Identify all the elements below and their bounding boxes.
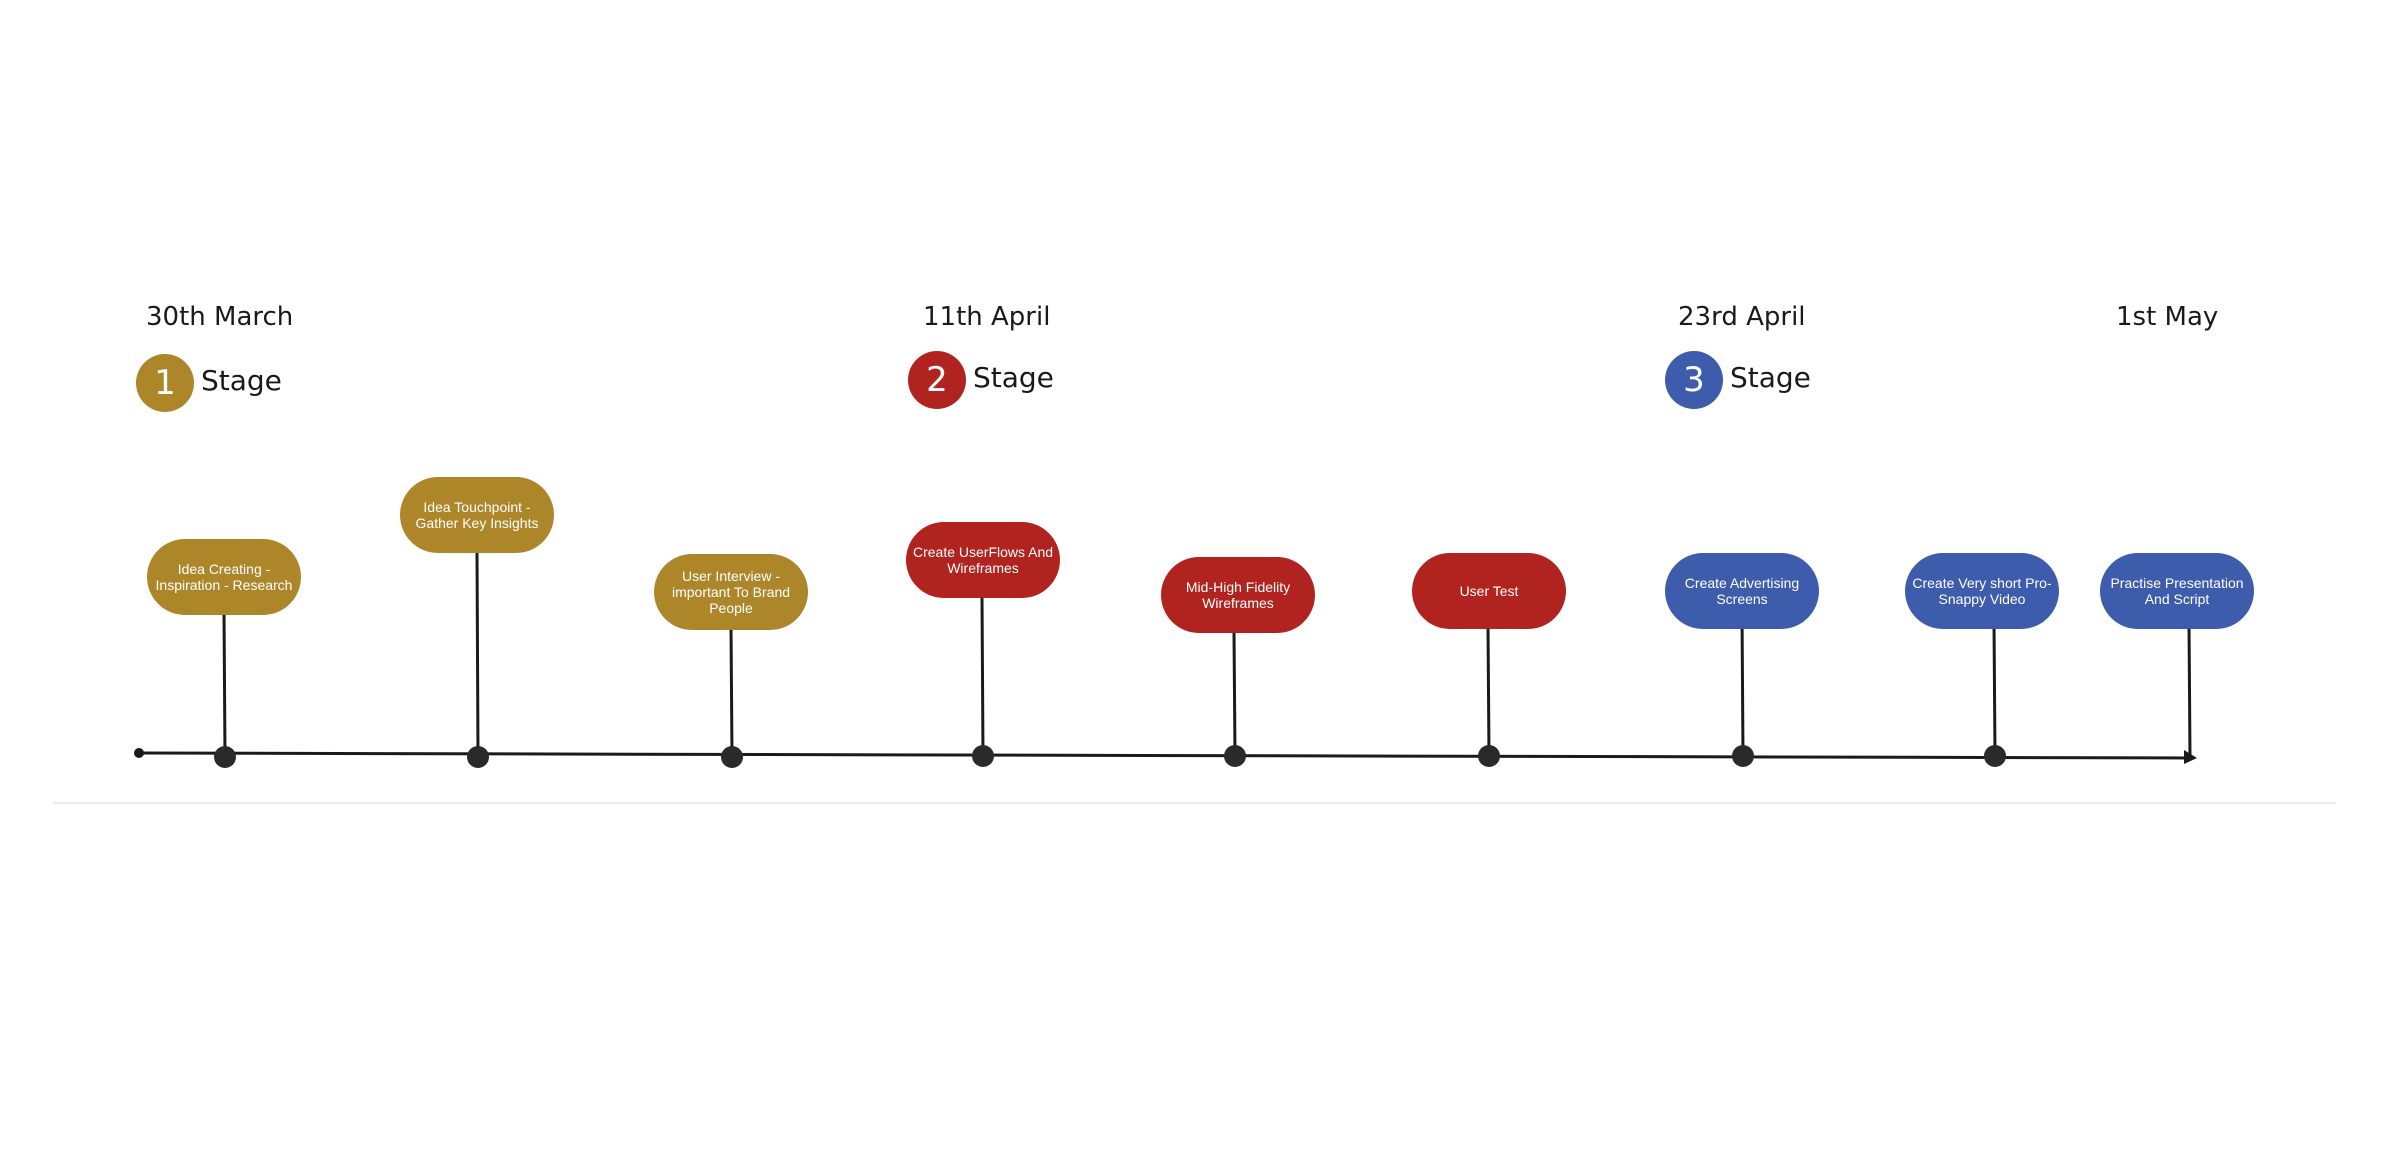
task-stem-9 bbox=[2187, 621, 2192, 759]
stage-2-badge: 2 bbox=[908, 351, 966, 409]
task-user-test[interactable]: User Test bbox=[1412, 553, 1566, 629]
task-stem-2 bbox=[475, 551, 480, 757]
task-userflows-wireframes[interactable]: Create UserFlows And Wireframes bbox=[906, 522, 1060, 598]
milestone-date-4: 1st May bbox=[2116, 302, 2219, 332]
task-marker-1 bbox=[214, 746, 236, 768]
task-stem-6 bbox=[1486, 626, 1491, 757]
stage-1-label: Stage bbox=[201, 364, 282, 397]
task-stem-1 bbox=[222, 611, 227, 757]
task-stem-4 bbox=[980, 596, 985, 757]
task-stem-7 bbox=[1740, 611, 1745, 757]
timeline-start-dot bbox=[134, 748, 144, 758]
task-stem-8 bbox=[1992, 621, 1997, 757]
milestone-date-2: 11th April bbox=[923, 302, 1051, 332]
task-marker-7 bbox=[1732, 745, 1754, 767]
task-stem-5 bbox=[1232, 631, 1237, 757]
task-snappy-video[interactable]: Create Very short Pro-Snappy Video bbox=[1905, 553, 2059, 629]
task-advertising-screens[interactable]: Create Advertising Screens bbox=[1665, 553, 1819, 629]
stage-1-badge: 1 bbox=[136, 354, 194, 412]
timeline-axis bbox=[138, 751, 2193, 760]
task-marker-8 bbox=[1984, 745, 2006, 767]
stage-2-label: Stage bbox=[973, 361, 1054, 394]
task-marker-4 bbox=[972, 745, 994, 767]
task-user-interview[interactable]: User Interview - important To Brand Peop… bbox=[654, 554, 808, 630]
task-idea-touchpoint[interactable]: Idea Touchpoint - Gather Key Insights bbox=[400, 477, 554, 553]
task-stem-3 bbox=[729, 626, 734, 757]
milestone-date-3: 23rd April bbox=[1678, 302, 1806, 332]
canvas-divider bbox=[53, 802, 2336, 804]
task-marker-6 bbox=[1478, 745, 1500, 767]
stage-3-badge: 3 bbox=[1665, 351, 1723, 409]
milestone-date-1: 30th March bbox=[146, 302, 294, 332]
task-presentation-script[interactable]: Practise Presentation And Script bbox=[2100, 553, 2254, 629]
task-mid-high-fidelity[interactable]: Mid-High Fidelity Wireframes bbox=[1161, 557, 1315, 633]
task-marker-2 bbox=[467, 746, 489, 768]
task-idea-creating[interactable]: Idea Creating - Inspiration - Research bbox=[147, 539, 301, 615]
task-marker-3 bbox=[721, 746, 743, 768]
task-marker-5 bbox=[1224, 745, 1246, 767]
stage-3-label: Stage bbox=[1730, 361, 1811, 394]
